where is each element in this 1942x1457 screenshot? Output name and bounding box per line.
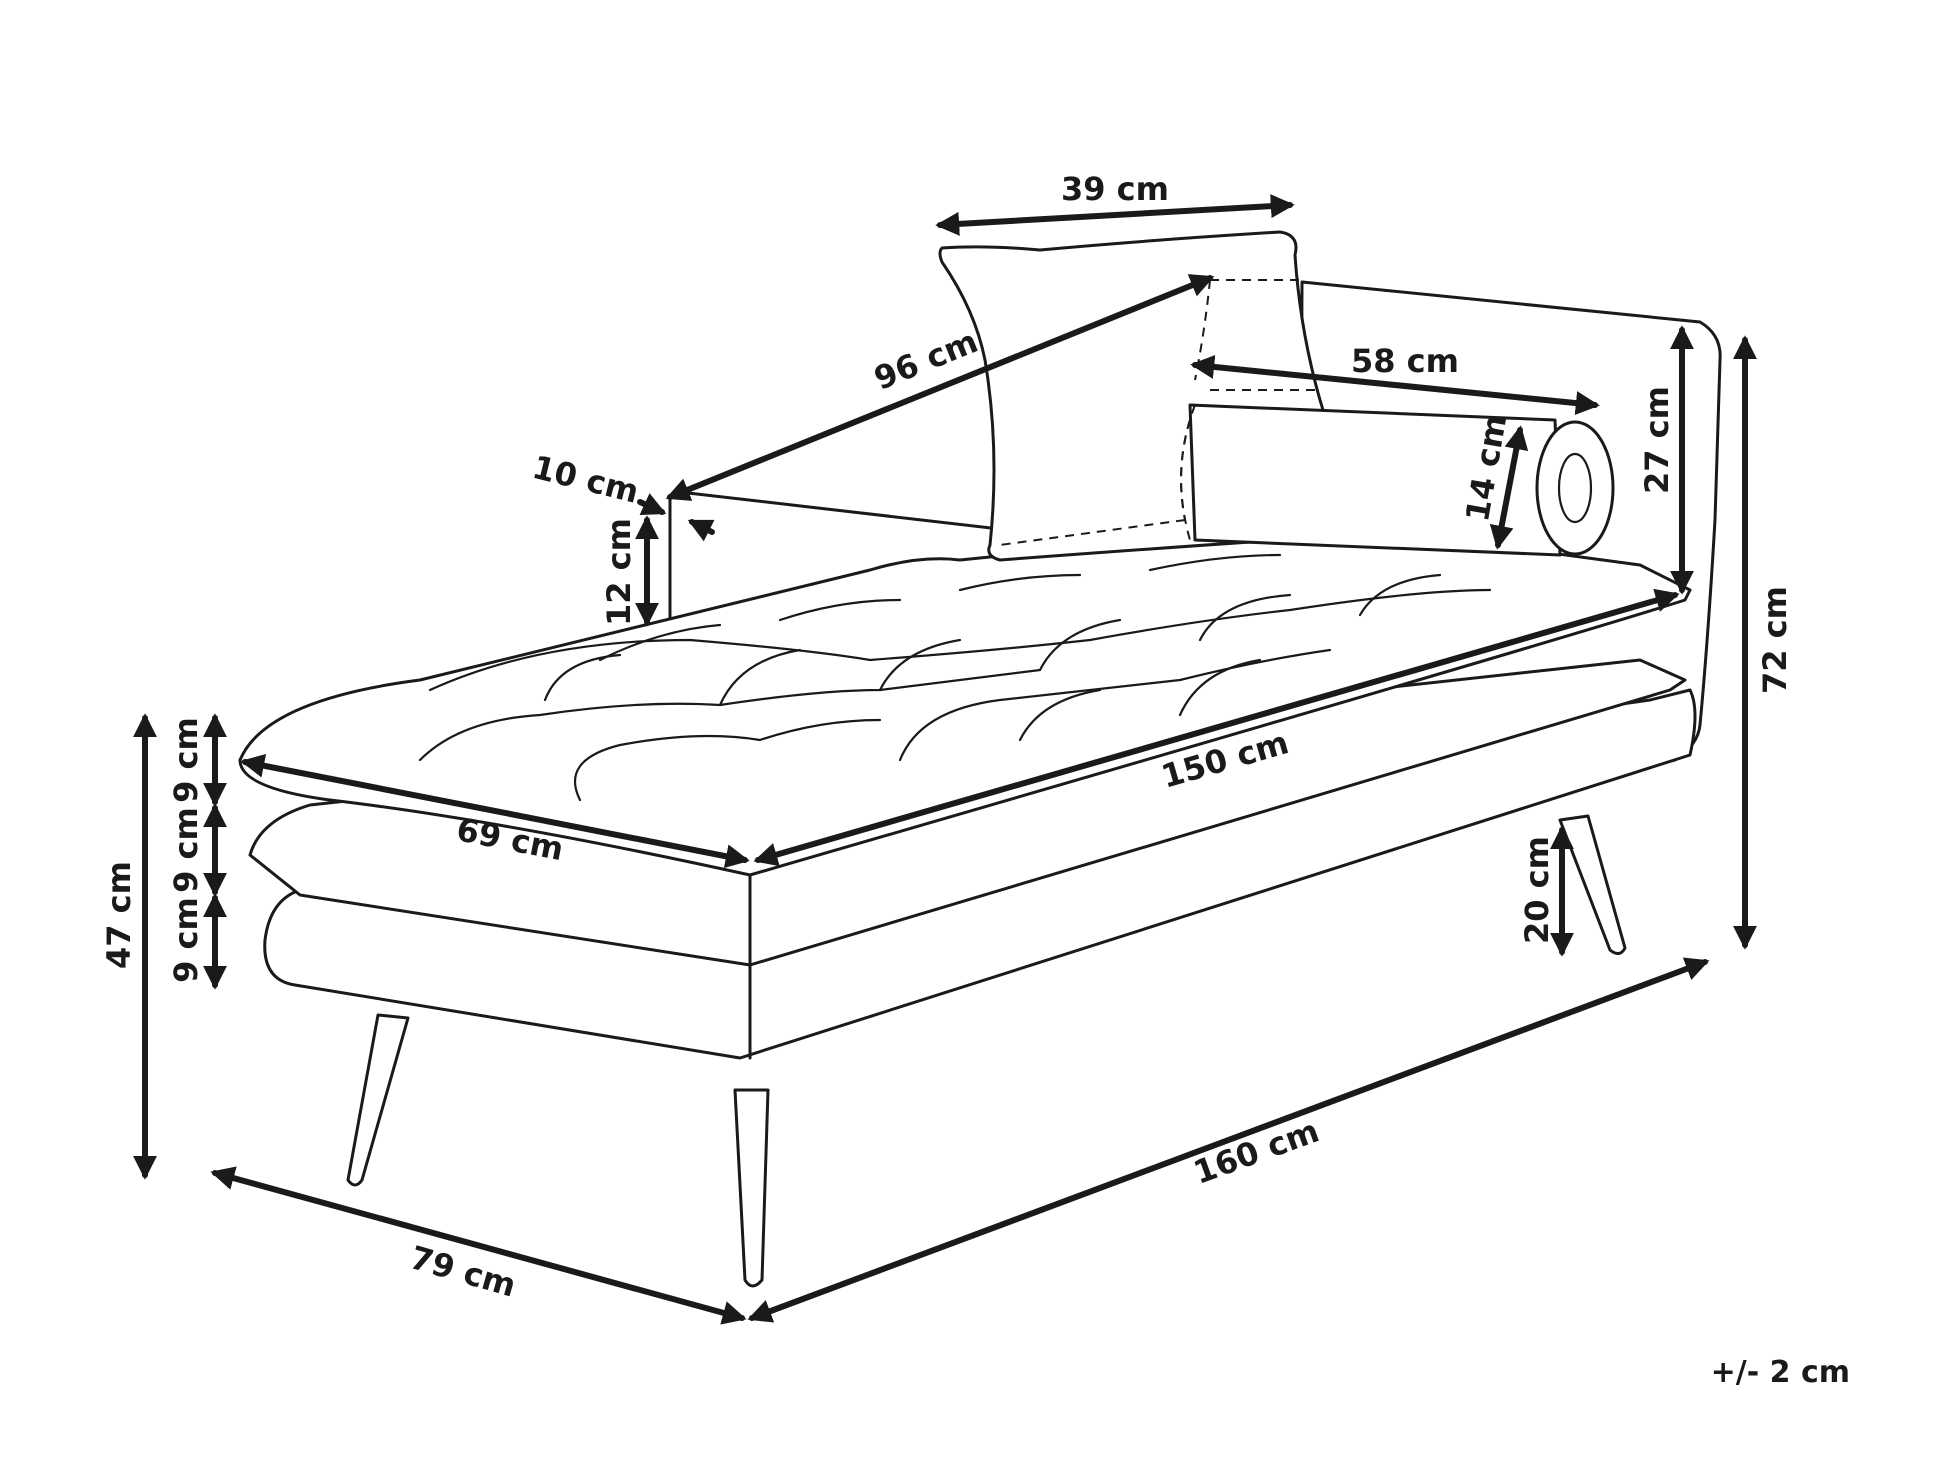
backrest-length-label: 96 cm	[869, 322, 983, 398]
bolster-length-label: 58 cm	[1351, 342, 1459, 380]
back-right-leg	[1558, 814, 1627, 955]
arm-height-label: 12 cm	[600, 518, 638, 626]
bolster-length-arrow	[1190, 354, 1600, 416]
dimension-arrows	[133, 194, 1757, 1325]
sofa-outline	[238, 230, 1722, 1288]
seat-height-label: 47 cm	[100, 861, 138, 969]
seat-depth-arrow	[240, 753, 750, 869]
seat-layer-bottom-label: 9 cm	[167, 897, 205, 983]
total-length-arrow	[747, 957, 1710, 1323]
front-right-leg	[733, 1088, 770, 1288]
backrest-rise-label: 27 cm	[1638, 386, 1676, 494]
front-left-leg	[346, 1013, 410, 1187]
seat-layer-top-label: 9 cm	[167, 717, 205, 803]
bolster-diameter-arrow	[1489, 425, 1529, 550]
bolster-roll	[1180, 403, 1615, 557]
total-depth-label: 79 cm	[406, 1238, 520, 1304]
pillow-width-arrow	[935, 194, 1295, 236]
backrest-length-arrow	[665, 274, 1215, 501]
total-height-label: 72 cm	[1756, 586, 1794, 694]
arm-thickness-arrow-2	[687, 519, 715, 542]
pillow-width-label: 39 cm	[1061, 170, 1169, 208]
arm-thickness-arrow-1	[637, 493, 667, 515]
seat-length-arrow	[753, 588, 1680, 867]
total-depth-arrow	[210, 1166, 747, 1325]
seat-layer-middle-label: 9 cm	[167, 807, 205, 893]
tolerance-note: +/- 2 cm	[1711, 1355, 1850, 1390]
total-length-label: 160 cm	[1189, 1112, 1324, 1192]
arm-thickness-label: 10 cm	[529, 448, 643, 511]
leg-height-label: 20 cm	[1518, 836, 1556, 944]
